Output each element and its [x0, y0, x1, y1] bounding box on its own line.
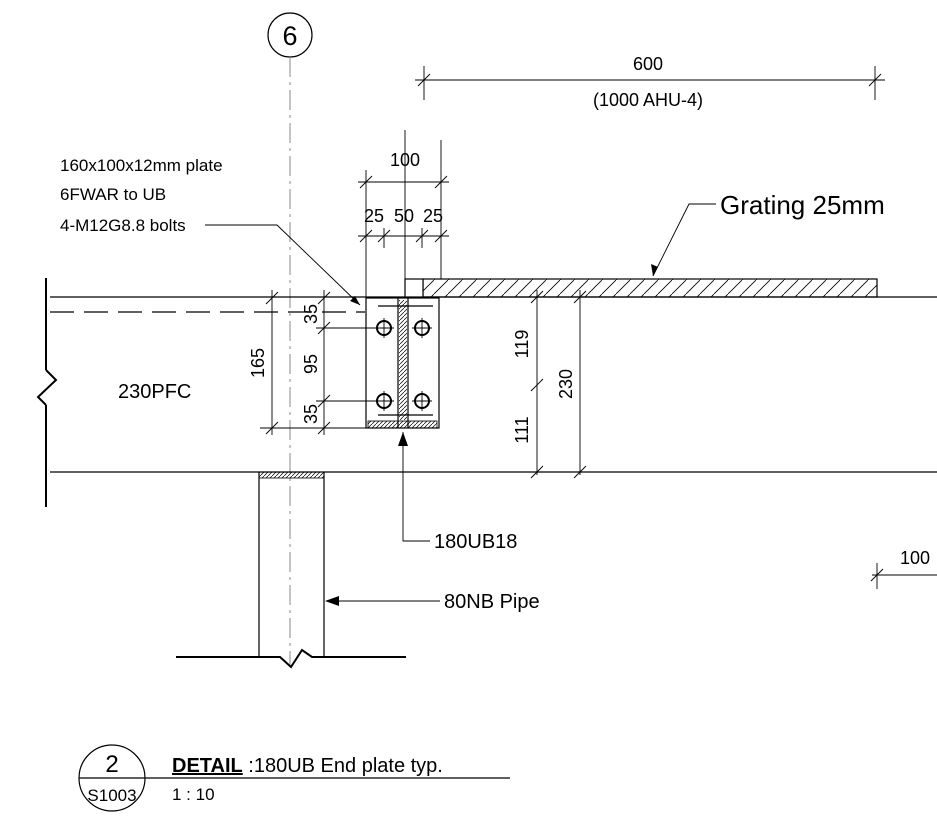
pipe-break-line [176, 648, 406, 669]
grating-leader-arrow [651, 264, 658, 276]
dim-ub-split: 119 111 [512, 290, 544, 479]
tick [870, 568, 884, 582]
dim-119-value: 119 [512, 330, 532, 359]
gridline-6: 6 [267, 12, 313, 665]
dim-600: 600 (1000 AHU-4) [415, 54, 885, 110]
end-plate-connection [365, 130, 442, 429]
bolt [374, 318, 394, 338]
dim-pfc-depth: 230 [556, 290, 587, 479]
dim-230-value: 230 [556, 369, 576, 399]
dim-edge-bottom: 35 [301, 404, 321, 424]
dim-pitch: 95 [301, 354, 321, 374]
dim-600-note: (1000 AHU-4) [593, 90, 703, 110]
dim-partial-value: 100 [900, 548, 930, 568]
grating [404, 278, 878, 298]
pfc-label: 230PFC [118, 381, 191, 403]
pipe-leader-arrow [325, 596, 339, 606]
dim-600-value: 600 [633, 54, 663, 74]
plate-callout: 160x100x12mm plate 6FWAR to UB 4-M12G8.8… [60, 156, 361, 306]
dim-111-value: 111 [512, 416, 532, 443]
tick [530, 378, 544, 392]
pipe [176, 471, 406, 669]
plate-callout-line1: 160x100x12mm plate [60, 156, 223, 175]
detail-title-rest: :180UB End plate typ. [243, 755, 443, 777]
dim-plate-width: 100 [358, 150, 449, 189]
pfc-channel: 230PFC [36, 278, 937, 507]
detail-scale: 1 : 10 [172, 785, 215, 804]
grating-leader [652, 203, 716, 277]
dim-bolt-gauge: 25 50 25 [358, 206, 449, 248]
detail-title-bold: DETAIL [172, 755, 243, 777]
tick [415, 229, 429, 243]
bolt [412, 318, 432, 338]
tick [434, 175, 448, 189]
tick [317, 291, 331, 305]
sheet-ref: S1003 [87, 786, 136, 805]
dim-100-value: 100 [390, 150, 420, 170]
web-weld [399, 300, 407, 420]
plate-callout-line2: 6FWAR to UB [60, 185, 166, 204]
tick [359, 175, 373, 189]
beam-callout: 180UB18 [398, 432, 517, 553]
weld-bottom [367, 420, 438, 429]
pipe-weld [258, 471, 325, 479]
tick [530, 290, 544, 304]
plate-callout-line3: 4-M12G8.8 bolts [60, 216, 186, 235]
dim-plate-height: 165 [248, 290, 366, 435]
detail-title: DETAIL :180UB End plate typ. [172, 755, 443, 777]
pipe-label: 80NB Pipe [444, 591, 540, 613]
tick [359, 229, 373, 243]
grating-label: Grating 25mm [720, 190, 885, 220]
tick [868, 73, 882, 87]
dim-edge-right: 25 [423, 206, 443, 226]
tick [573, 465, 587, 479]
tick [317, 394, 331, 408]
tick [317, 421, 331, 435]
dim-edge-top: 35 [301, 304, 321, 324]
break-symbol [36, 369, 58, 406]
beam-leader [402, 432, 430, 542]
dim-edge-left: 25 [364, 206, 384, 226]
pipe-callout: 80NB Pipe [325, 591, 540, 613]
tick [265, 291, 279, 305]
tick [573, 290, 587, 304]
beam-leader-arrow [398, 432, 408, 446]
plate-leader-arrow [350, 296, 360, 305]
dim-bolt-pitch: 35 95 35 [301, 290, 374, 435]
detail-number: 2 [105, 751, 118, 778]
gridline-label: 6 [282, 21, 297, 51]
title-block: 2 S1003 DETAIL :180UB End plate typ. 1 :… [78, 744, 510, 812]
plate-leader [205, 224, 361, 306]
bolt [374, 391, 394, 411]
grating-gap-plate [404, 278, 424, 298]
tick [377, 229, 391, 243]
beam-label: 180UB18 [434, 531, 517, 553]
bolt [412, 391, 432, 411]
grating-callout: Grating 25mm [651, 190, 885, 277]
grating-section [422, 278, 878, 298]
dim-partial-right: 100 [870, 548, 937, 589]
dim-165-value: 165 [248, 348, 268, 378]
tick [417, 73, 431, 87]
tick [317, 321, 331, 335]
tick [530, 465, 544, 479]
tick [434, 229, 448, 243]
dim-gauge: 50 [394, 206, 414, 226]
